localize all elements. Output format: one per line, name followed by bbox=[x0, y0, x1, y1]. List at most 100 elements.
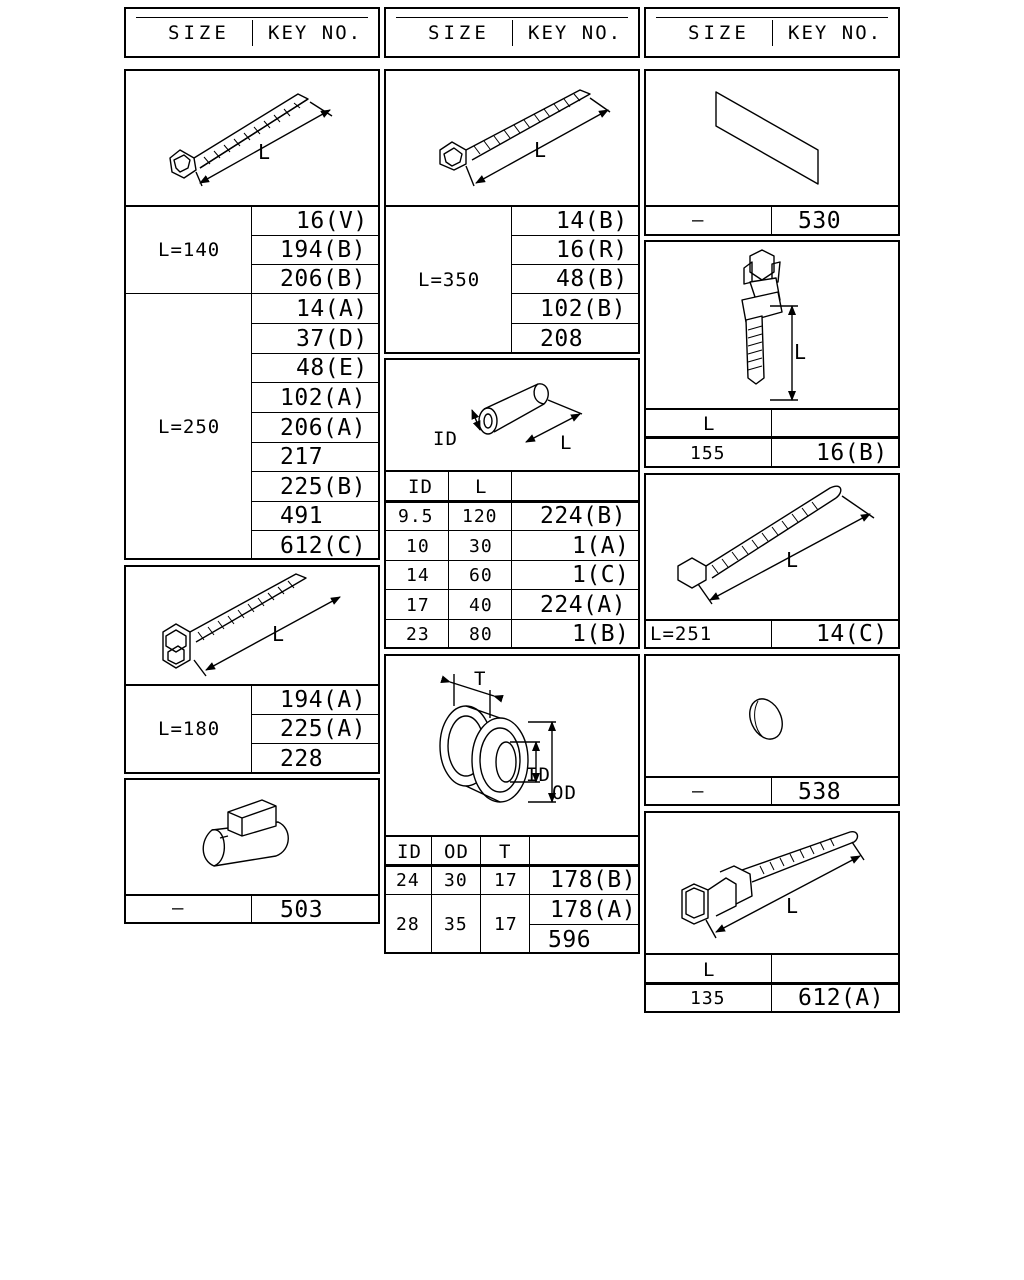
grommet-id-cell: 28 bbox=[396, 914, 420, 935]
key-cell: 538 bbox=[798, 779, 842, 805]
size-cell: — bbox=[172, 897, 185, 919]
header-key-no: KEY NO. bbox=[788, 22, 883, 44]
header-key-no: KEY NO. bbox=[528, 22, 623, 44]
key-cell: 16(B) bbox=[816, 440, 888, 466]
key-cell: 102(B) bbox=[540, 296, 627, 322]
size-cell: L=140 bbox=[158, 239, 221, 261]
grommet-t-cell: 17 bbox=[494, 870, 518, 891]
key-cell: 224(A) bbox=[540, 592, 627, 618]
tube-id-cell: 9.5 bbox=[398, 506, 434, 527]
cable-tie-251-drawing bbox=[677, 485, 875, 605]
column-header: L bbox=[703, 959, 716, 981]
header-size: SIZE bbox=[688, 22, 750, 44]
column-header: L bbox=[475, 476, 488, 498]
key-cell: 596 bbox=[548, 927, 592, 953]
column-header: T bbox=[499, 841, 512, 863]
tube-id-cell: 17 bbox=[406, 595, 430, 616]
dimension-label-l: L bbox=[258, 140, 272, 164]
key-cell: 194(B) bbox=[280, 237, 367, 263]
grommet-t-cell: 17 bbox=[494, 914, 518, 935]
key-cell: 612(A) bbox=[798, 985, 885, 1011]
clip-drawing bbox=[202, 799, 289, 867]
size-cell: L=180 bbox=[158, 718, 221, 740]
column-header: OD bbox=[444, 841, 469, 863]
tube-drawing bbox=[471, 383, 583, 443]
key-cell: 206(A) bbox=[280, 415, 367, 441]
key-cell: 206(B) bbox=[280, 266, 367, 292]
tube-l-cell: 40 bbox=[469, 595, 493, 616]
key-cell: 208 bbox=[540, 326, 584, 352]
grommet-drawing bbox=[439, 674, 556, 803]
size-table-251 bbox=[644, 619, 900, 649]
size-cell: L=350 bbox=[418, 269, 481, 291]
column-header: ID bbox=[397, 841, 422, 863]
key-cell: 491 bbox=[280, 503, 324, 529]
size-cell: 135 bbox=[690, 988, 726, 1009]
tape-drawing bbox=[715, 91, 819, 185]
size-cell: L=251 bbox=[650, 623, 713, 645]
column-header: L bbox=[703, 413, 716, 435]
size-cell: L=250 bbox=[158, 416, 221, 438]
key-cell: 14(B) bbox=[556, 208, 628, 234]
cable-tie-long-drawing bbox=[439, 89, 611, 187]
header-key-no: KEY NO. bbox=[268, 22, 363, 44]
dimension-label-od: OD bbox=[552, 782, 577, 804]
key-cell: 225(A) bbox=[280, 716, 367, 742]
dimension-label-l: L bbox=[786, 548, 800, 572]
key-cell: 225(B) bbox=[280, 474, 367, 500]
header-col1 bbox=[124, 7, 380, 58]
size-table-503 bbox=[124, 894, 380, 924]
tube-panel bbox=[384, 358, 640, 472]
key-cell: 1(C) bbox=[572, 562, 630, 588]
tube-id-cell: 10 bbox=[406, 536, 430, 557]
dimension-label-l: L bbox=[560, 432, 573, 454]
grommet-id-cell: 24 bbox=[396, 870, 420, 891]
key-cell: 194(A) bbox=[280, 687, 367, 713]
key-cell: 228 bbox=[280, 746, 324, 772]
key-cell: 1(B) bbox=[572, 621, 630, 647]
size-table-538 bbox=[644, 776, 900, 806]
bracket-tie-drawing bbox=[681, 830, 865, 939]
tube-l-cell: 120 bbox=[462, 506, 498, 527]
key-cell: 178(A) bbox=[550, 897, 637, 923]
clip-16b-drawing bbox=[741, 249, 798, 401]
key-cell: 16(R) bbox=[556, 237, 628, 263]
key-cell: 48(E) bbox=[296, 355, 368, 381]
tube-l-cell: 30 bbox=[469, 536, 493, 557]
size-cell: — bbox=[692, 780, 705, 802]
size-table-530 bbox=[644, 205, 900, 236]
size-cell: 155 bbox=[690, 443, 726, 464]
column-header: ID bbox=[408, 476, 433, 498]
key-cell: 217 bbox=[280, 444, 324, 470]
size-table-180 bbox=[124, 684, 380, 774]
key-cell: 224(B) bbox=[540, 503, 627, 529]
key-cell: 503 bbox=[280, 897, 324, 923]
tube-l-cell: 60 bbox=[469, 565, 493, 586]
key-cell: 530 bbox=[798, 208, 842, 234]
disc-drawing bbox=[749, 698, 783, 740]
size-cell: — bbox=[692, 209, 705, 231]
dimension-label-l: L bbox=[786, 894, 800, 918]
grommet-od-cell: 30 bbox=[444, 870, 468, 891]
key-cell: 1(A) bbox=[572, 533, 630, 559]
grommet-od-cell: 35 bbox=[444, 914, 468, 935]
header-size: SIZE bbox=[428, 22, 490, 44]
header-size: SIZE bbox=[168, 22, 230, 44]
tube-l-cell: 80 bbox=[469, 624, 493, 645]
dimension-label-l: L bbox=[272, 622, 286, 646]
key-cell: 178(B) bbox=[550, 867, 637, 893]
tube-id-cell: 23 bbox=[406, 624, 430, 645]
key-cell: 612(C) bbox=[280, 533, 367, 559]
dimension-label-l: L bbox=[534, 138, 548, 162]
cable-tie-drawing bbox=[169, 93, 333, 187]
dimension-label-t: T bbox=[474, 668, 487, 690]
key-cell: 16(V) bbox=[296, 208, 368, 234]
dimension-label-id: ID bbox=[433, 428, 458, 450]
dimension-label-l: L bbox=[794, 340, 808, 364]
key-cell: 48(B) bbox=[556, 266, 628, 292]
cable-tie-2-drawing bbox=[162, 573, 341, 677]
key-cell: 14(A) bbox=[296, 296, 368, 322]
key-cell: 14(C) bbox=[816, 621, 888, 647]
dimension-label-id: ID bbox=[526, 764, 551, 786]
